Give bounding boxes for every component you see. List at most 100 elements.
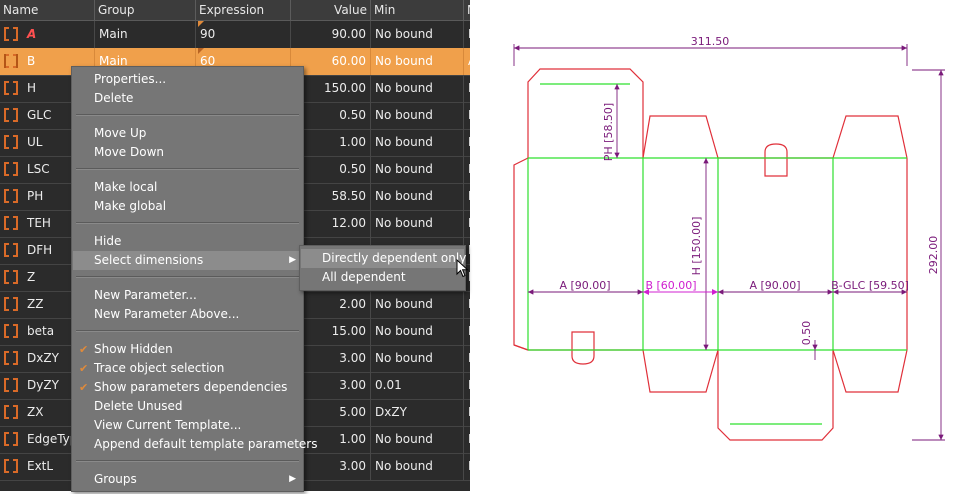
param-min-cell[interactable]: No bound (371, 129, 464, 156)
menu-item-trace-object-selection[interactable]: ✔Trace object selection (73, 359, 302, 378)
header-min[interactable]: Min (371, 0, 464, 20)
menu-item-move-up[interactable]: Move Up (73, 124, 302, 143)
menu-item-hide[interactable]: Hide (73, 232, 302, 251)
menu-item-show-parameters-dependencies[interactable]: ✔Show parameters dependencies (73, 378, 302, 397)
header-expression[interactable]: Expression (196, 0, 291, 20)
param-value-cell[interactable]: 1.00 (291, 426, 371, 453)
param-max-cell[interactable]: N (464, 102, 470, 129)
dim-overall-height[interactable]: 292.00 (927, 236, 940, 275)
param-value-cell[interactable]: 0.50 (291, 156, 371, 183)
header-max[interactable]: M (464, 0, 470, 20)
menu-item-show-hidden[interactable]: ✔Show Hidden (73, 340, 302, 359)
menu-item-new-parameter[interactable]: New Parameter... (73, 286, 302, 305)
param-min-cell[interactable]: No bound (371, 183, 464, 210)
dim-overall-width[interactable]: 311.50 (691, 35, 730, 48)
dim-a-second[interactable]: A [90.00] (749, 279, 800, 292)
param-max-cell[interactable]: N (464, 345, 470, 372)
param-min-cell[interactable]: No bound (371, 210, 464, 237)
param-value-cell[interactable]: 12.00 (291, 210, 371, 237)
param-min-cell[interactable]: No bound (371, 318, 464, 345)
param-value-cell[interactable]: 3.00 (291, 345, 371, 372)
param-min-cell[interactable]: No bound (371, 453, 464, 480)
menu-item-append-default-template-parameters[interactable]: Append default template parameters (73, 435, 318, 454)
menu-item-select-dimensions[interactable]: Select dimensions▶ (73, 251, 302, 270)
menu-item-move-down[interactable]: Move Down (73, 143, 302, 162)
param-max-cell[interactable]: N (464, 129, 470, 156)
dim-h[interactable]: H [150.00] (690, 217, 703, 276)
param-value-cell[interactable]: 58.50 (291, 183, 371, 210)
param-min-cell[interactable]: No bound (371, 21, 464, 48)
param-expression-cell[interactable]: 90 (196, 21, 291, 48)
dim-ph[interactable]: PH [58.50] (602, 103, 615, 161)
submenu-item-directly-dependent-only[interactable]: Directly dependent only (301, 249, 467, 268)
param-value-cell[interactable]: 3.00 (291, 372, 371, 399)
submenu-item-label: Directly dependent only (322, 251, 467, 265)
param-value-cell[interactable]: 1.00 (291, 129, 371, 156)
param-value-cell[interactable]: 15.00 (291, 318, 371, 345)
param-max-cell[interactable]: N (464, 399, 470, 426)
expression-marker-icon (198, 48, 204, 54)
header-value[interactable]: Value (291, 0, 371, 20)
param-max-cell[interactable]: N (464, 183, 470, 210)
menu-item-delete-unused[interactable]: Delete Unused (73, 397, 302, 416)
param-min-cell[interactable]: No bound (371, 156, 464, 183)
param-min-cell[interactable]: No bound (371, 48, 464, 75)
param-min-cell[interactable]: No bound (371, 426, 464, 453)
dim-gap[interactable]: 0.50 (800, 321, 813, 346)
param-max-cell[interactable]: N (464, 264, 470, 291)
param-max-cell[interactable]: M (464, 21, 470, 48)
param-expression-cell[interactable]: 60 (196, 48, 291, 75)
param-value-cell[interactable]: 60.00 (291, 48, 371, 75)
header-name[interactable]: Name (0, 0, 95, 20)
param-max-cell[interactable]: N (464, 318, 470, 345)
param-name: PH (27, 189, 44, 203)
dim-glc[interactable]: B-GLC [59.50] (831, 279, 909, 292)
parameter-bracket-icon (4, 378, 18, 392)
param-max-cell[interactable]: N (464, 291, 470, 318)
menu-item-delete[interactable]: Delete (73, 89, 302, 108)
param-name-cell[interactable]: B (0, 48, 95, 75)
param-value-cell[interactable]: 90.00 (291, 21, 371, 48)
param-group-cell[interactable]: Main (95, 48, 196, 75)
menu-item-view-current-template[interactable]: View Current Template... (73, 416, 302, 435)
menu-item-groups[interactable]: Groups▶ (73, 470, 302, 489)
submenu-item-all-dependent[interactable]: All dependent (301, 268, 464, 287)
dimension-lines (513, 44, 945, 441)
menu-item-make-global[interactable]: Make global (73, 197, 302, 216)
param-max-cell[interactable]: N (464, 372, 470, 399)
param-max-cell[interactable]: N (464, 237, 470, 264)
menu-separator (76, 222, 299, 224)
menu-item-label: Delete Unused (94, 399, 183, 413)
param-max-cell[interactable]: N (464, 426, 470, 453)
param-name-cell[interactable]: A (0, 21, 95, 48)
menu-item-new-parameter-above[interactable]: New Parameter Above... (73, 305, 302, 324)
param-min-cell[interactable]: No bound (371, 102, 464, 129)
param-max-cell[interactable]: N (464, 156, 470, 183)
param-name-cell[interactable]: DxZY (0, 345, 95, 372)
param-min-cell[interactable]: No bound (371, 75, 464, 102)
param-name: H (27, 81, 37, 95)
param-value-cell[interactable]: 150.00 (291, 75, 371, 102)
check-icon: ✔ (79, 381, 89, 394)
param-min-cell[interactable]: 0.01 (371, 372, 464, 399)
param-max-cell[interactable]: N (464, 453, 470, 480)
param-value-cell[interactable]: 2.00 (291, 291, 371, 318)
menu-item-properties[interactable]: Properties... (73, 70, 302, 89)
param-name-cell[interactable]: ExtL (0, 453, 95, 480)
menu-item-make-local[interactable]: Make local (73, 178, 302, 197)
param-max-cell[interactable]: N (464, 75, 470, 102)
dim-a-first[interactable]: A [90.00] (559, 279, 610, 292)
dim-b[interactable]: B [60.00] (645, 279, 696, 292)
param-min-cell[interactable]: DxZY (371, 399, 464, 426)
param-group-cell[interactable]: Main (95, 21, 196, 48)
param-max-cell[interactable]: A (464, 48, 470, 75)
param-max-cell[interactable]: N (464, 210, 470, 237)
header-group[interactable]: Group (95, 0, 196, 20)
param-value-cell[interactable]: 0.50 (291, 102, 371, 129)
param-min-cell[interactable]: No bound (371, 345, 464, 372)
param-value-cell[interactable]: 5.00 (291, 399, 371, 426)
param-value-cell[interactable]: 3.00 (291, 453, 371, 480)
param-min-cell[interactable]: No bound (371, 291, 464, 318)
